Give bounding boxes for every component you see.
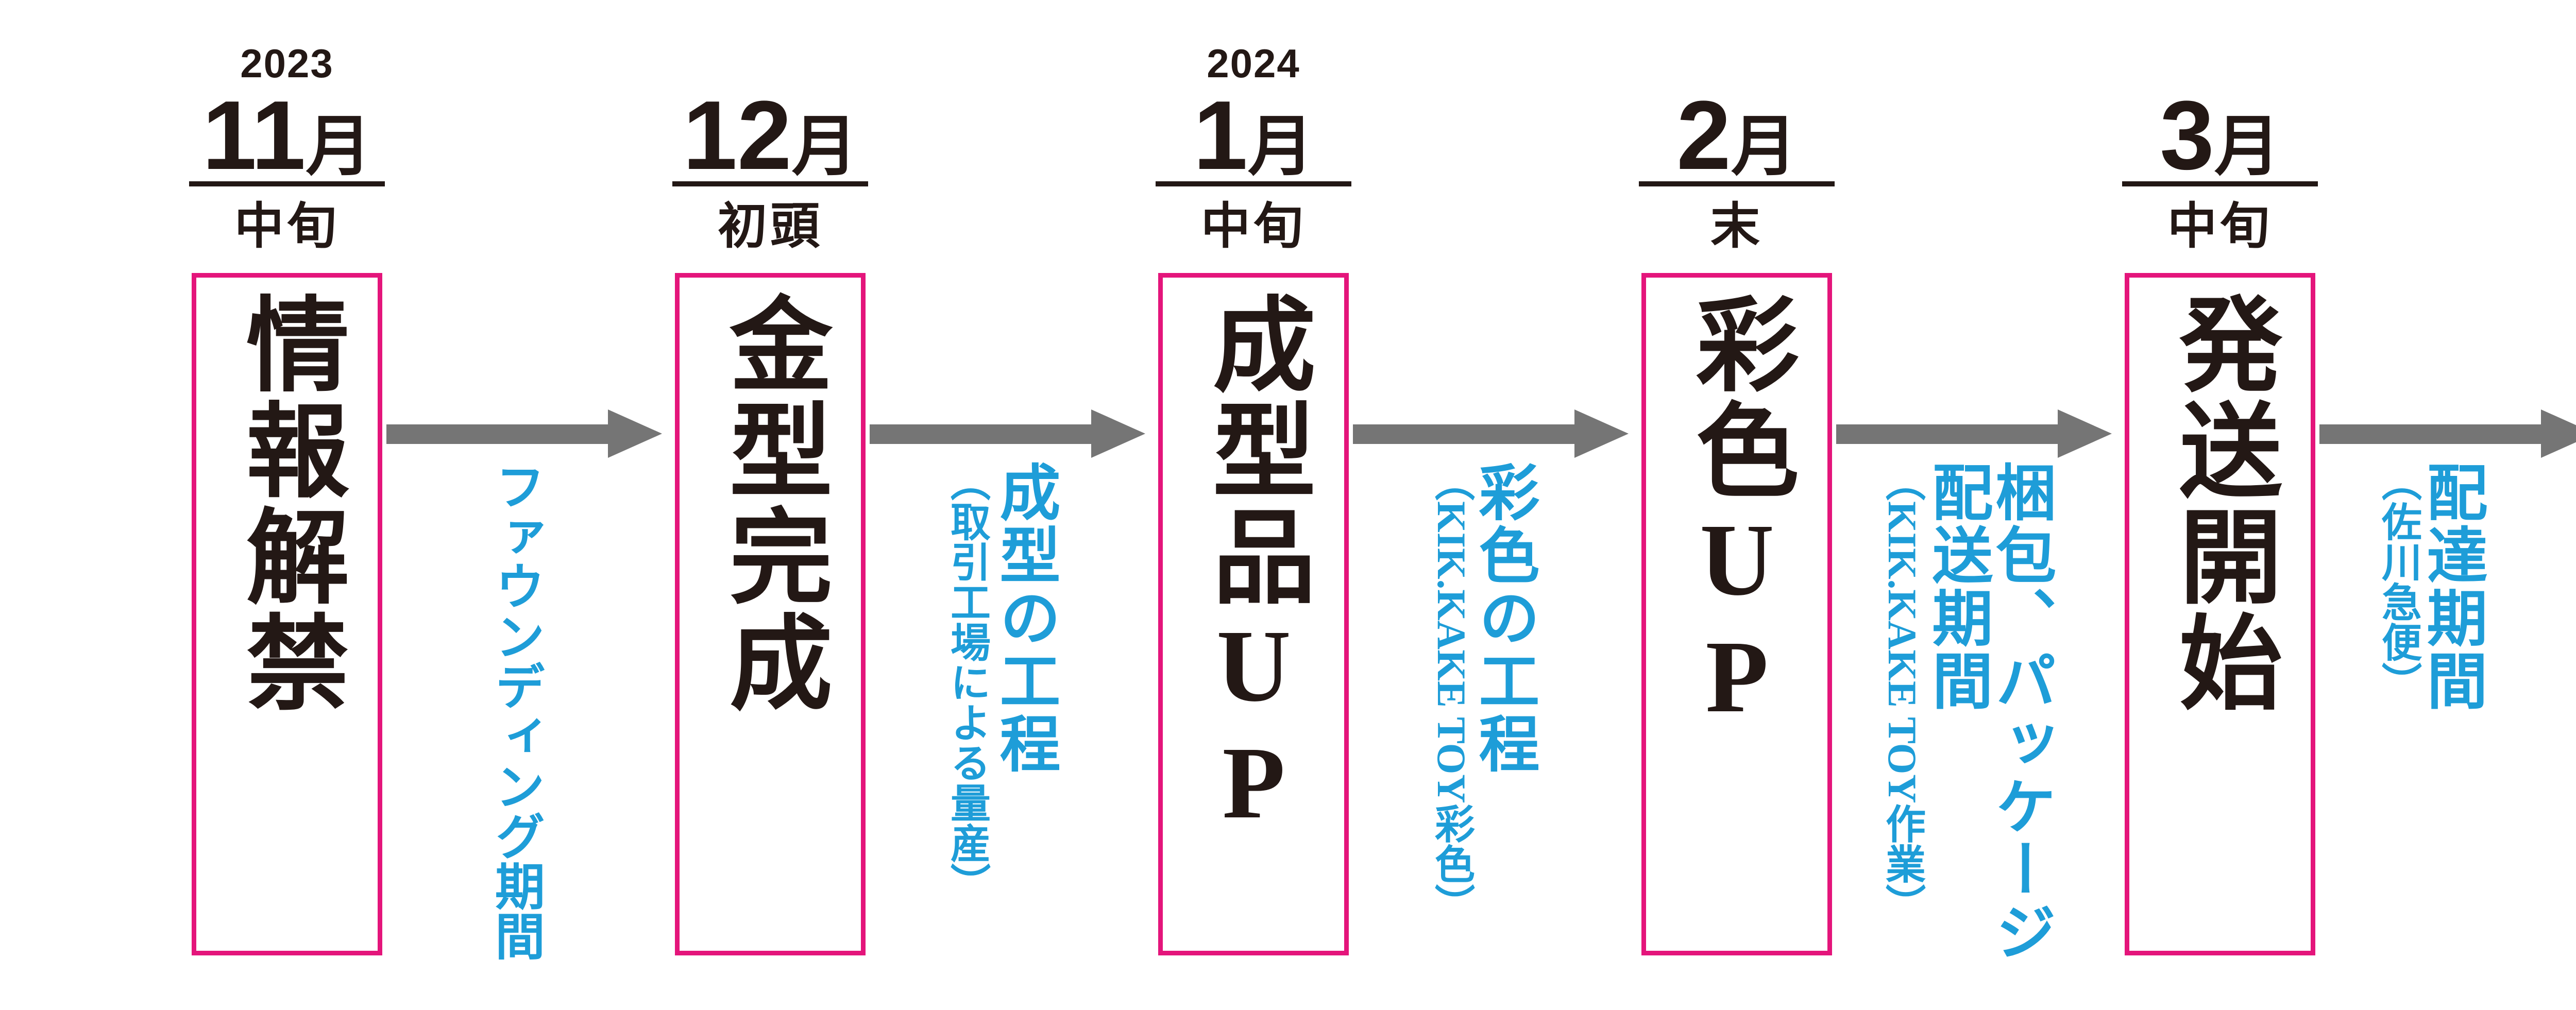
month-unit: 月	[791, 110, 858, 183]
step-period: 中旬	[234, 199, 340, 254]
arrow-shaft	[1353, 424, 1575, 444]
timeline-step-info-release: 2023 11月 中旬 情報解禁	[189, 0, 385, 1010]
month-unit: 月	[1731, 110, 1797, 183]
milestone-label: 彩色UP	[1680, 291, 1794, 737]
timeline-step-molded-parts-up: 2024 1月 中旬 成型品UP	[1156, 0, 1351, 1010]
arrow-head	[1091, 409, 1145, 458]
step-month: 12月	[683, 81, 858, 190]
milestone-box: 発送開始	[2125, 273, 2315, 955]
arrow-head	[2058, 409, 2112, 458]
milestone-box: 情報解禁	[192, 273, 382, 955]
annotation-courier-note: （佐川急便）	[2376, 461, 2421, 702]
annotation-molding-note: （取引工場による量産）	[945, 461, 990, 903]
arrow-shaft	[1836, 424, 2059, 444]
step-period: 中旬	[2167, 199, 2273, 254]
month-unit: 月	[2214, 110, 2280, 183]
annotation-packing-label: 梱包、パッケージ	[1986, 461, 2054, 964]
step-period: 末	[1710, 199, 1763, 254]
timeline-step-shipping-start: 3月 中旬 発送開始	[2122, 0, 2318, 1010]
annotation-courier-period: 配達期間	[2417, 461, 2485, 712]
timeline-step-coloring-up: 2月 末 彩色UP	[1639, 0, 1835, 1010]
annotation-molding-process: 成型の工程	[990, 461, 1058, 775]
flow-arrow-icon	[1836, 409, 2112, 458]
arrow-head	[1574, 409, 1629, 458]
date-underline	[189, 181, 385, 186]
date-underline	[2122, 181, 2318, 186]
arrow-shaft	[870, 424, 1092, 444]
step-month: 3月	[2160, 81, 2280, 190]
month-unit: 月	[306, 110, 372, 183]
timeline-step-mold-complete: 12月 初頭 金型完成	[672, 0, 868, 1010]
milestone-label: 発送開始	[2163, 291, 2277, 715]
annotation-coloring-note: （KIK.KAKE TOY彩色）	[1429, 461, 1474, 924]
flow-arrow-icon	[1353, 409, 1629, 458]
date-underline	[672, 181, 868, 186]
arrow-shaft	[386, 424, 609, 444]
step-month: 1月	[1193, 81, 1314, 190]
annotation-funding-period: ファウンディング期間	[487, 461, 543, 961]
step-period: 中旬	[1201, 199, 1306, 254]
arrow-head	[608, 409, 662, 458]
date-underline	[1156, 181, 1351, 186]
month-unit: 月	[1247, 110, 1314, 183]
step-period: 初頭	[718, 199, 823, 254]
arrow-shaft	[2319, 424, 2542, 444]
arrow-head	[2541, 409, 2576, 458]
milestone-box: 彩色UP	[1641, 273, 1832, 955]
annotation-coloring-process: 彩色の工程	[1469, 461, 1537, 775]
annotation-packing-note: （KIK.KAKE TOY作業）	[1880, 461, 1925, 924]
flow-arrow-icon	[386, 409, 662, 458]
milestone-box: 金型完成	[675, 273, 866, 955]
milestone-label: 成型品UP	[1197, 291, 1311, 843]
flow-arrow-icon	[2319, 409, 2576, 458]
milestone-label: 情報解禁	[230, 291, 344, 715]
step-year: 2024	[1207, 41, 1300, 86]
flow-arrow-icon	[870, 409, 1145, 458]
step-year: 2023	[240, 41, 334, 86]
step-month: 11月	[202, 81, 372, 190]
annotation-delivery-period: 配送期間	[1923, 461, 1990, 712]
date-underline	[1639, 181, 1835, 186]
milestone-box: 成型品UP	[1158, 273, 1349, 955]
step-month: 2月	[1676, 81, 1797, 190]
milestone-label: 金型完成	[714, 291, 827, 715]
